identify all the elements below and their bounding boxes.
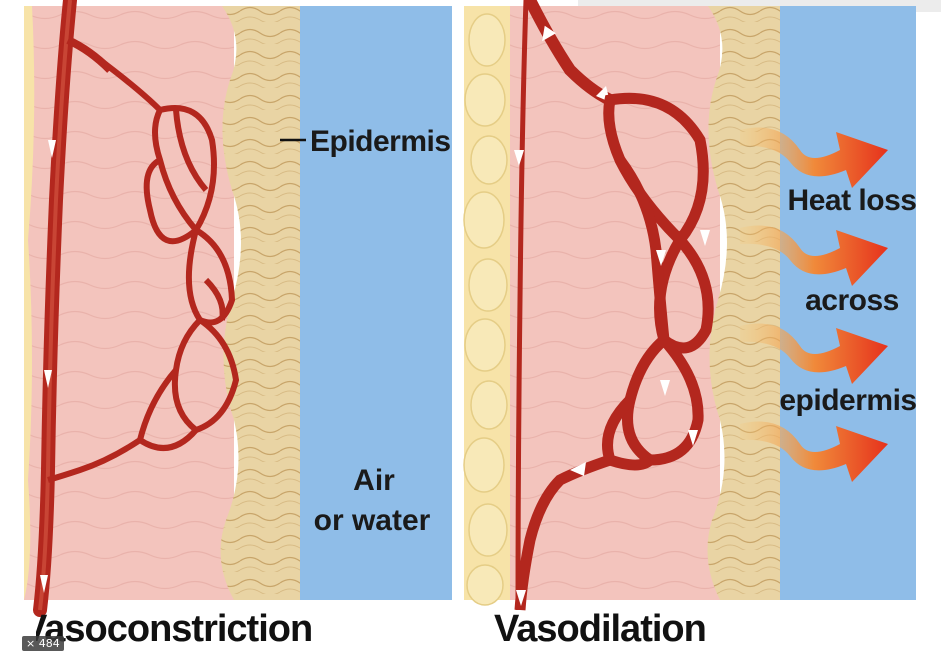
heat-loss-label: Heat loss	[788, 184, 917, 217]
epidermis-label: Epidermis	[310, 125, 451, 158]
vasodilation-panel: Heat loss across epidermis	[464, 0, 917, 610]
epidermis-heat-label: epidermis	[779, 384, 916, 417]
air-label: Air	[353, 464, 395, 497]
across-label: across	[805, 284, 899, 317]
vasoconstriction-panel: Epidermis Air or water	[24, 0, 452, 610]
image-size-badge: × 484	[22, 636, 64, 651]
water-label: or water	[314, 504, 431, 537]
vasodilation-caption: Vasodilation	[494, 608, 706, 651]
vasoconstriction-caption: Vasoconstriction	[22, 608, 312, 651]
